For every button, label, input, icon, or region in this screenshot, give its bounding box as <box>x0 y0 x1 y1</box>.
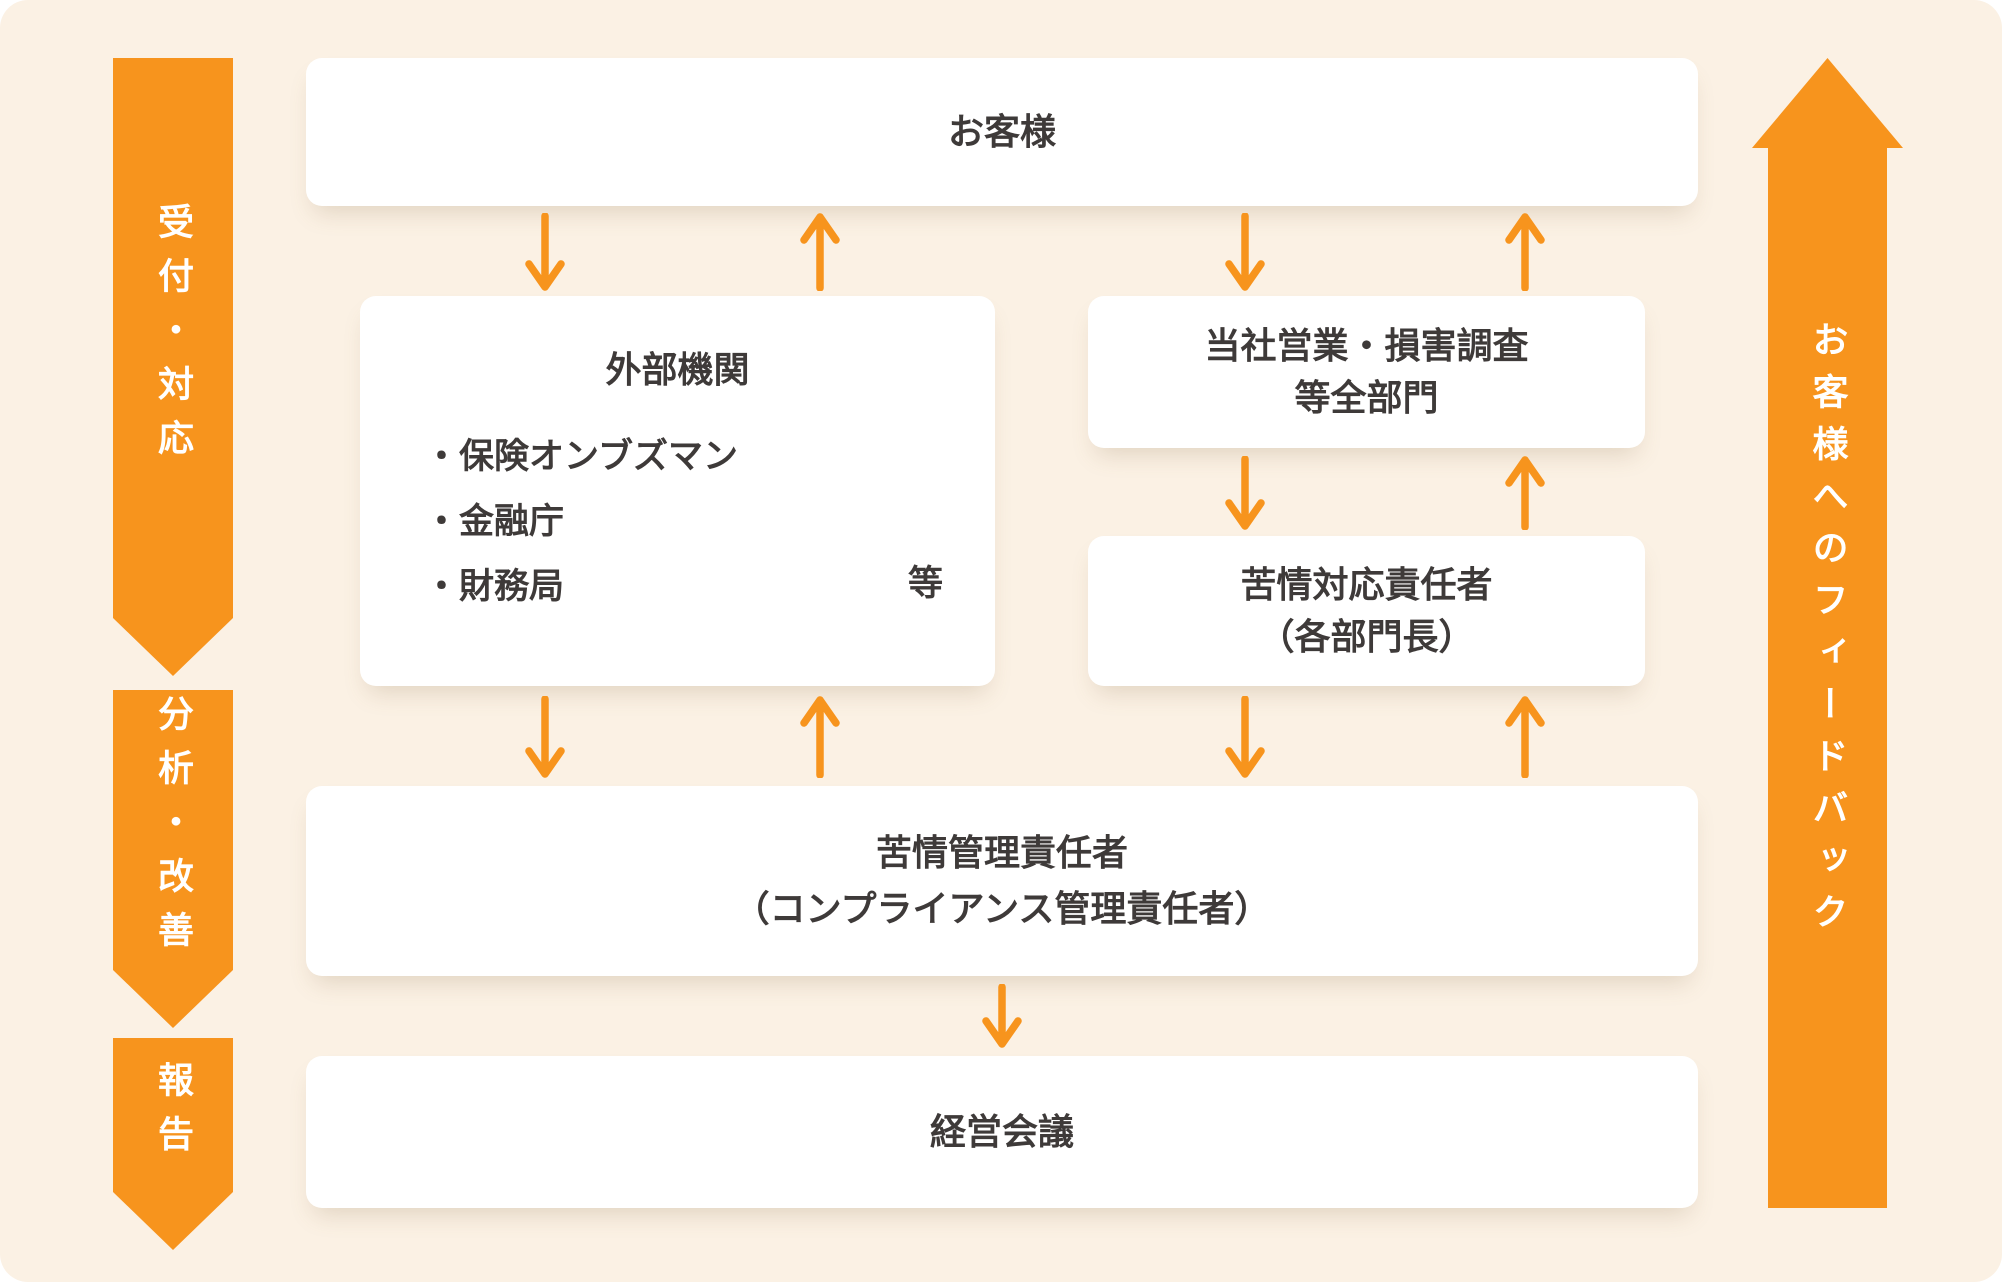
arrow-down-icon <box>523 696 567 778</box>
arrow-up-icon <box>1503 456 1547 530</box>
node-complaint-response-officer-line1: 苦情対応責任者 <box>1240 564 1493 605</box>
node-complaint-manager-line2: （コンプライアンス管理責任者） <box>733 888 1271 929</box>
phase-banner-analysis: 分析・改善 <box>113 690 233 1028</box>
node-complaint-response-officer-line2: （各部門長） <box>1258 616 1475 657</box>
list-item: ・保険オンブズマン <box>424 437 738 476</box>
node-company-departments-line2: 等全部門 <box>1294 377 1439 418</box>
arrow-down-icon <box>1223 456 1267 530</box>
node-complaint-manager-line1: 苦情管理責任者 <box>875 832 1128 873</box>
arrow-down-icon <box>980 984 1024 1048</box>
node-management-meeting: 経営会議 <box>306 1056 1698 1208</box>
node-complaint-manager: 苦情管理責任者 （コンプライアンス管理責任者） <box>306 786 1698 976</box>
customer-feedback-arrow: お客様へのフィードバック <box>1752 58 1903 1208</box>
list-item: ・金融庁 <box>424 502 565 541</box>
node-customer-label: お客様 <box>947 111 1056 152</box>
node-customer: お客様 <box>306 58 1698 206</box>
node-external-organizations: 外部機関 ・保険オンブズマン ・金融庁 ・財務局 等 <box>360 296 995 686</box>
node-complaint-response-officer: 苦情対応責任者 （各部門長） <box>1088 536 1645 686</box>
customer-feedback-arrow-label: お客様へのフィードバック <box>1807 321 1849 945</box>
list-item: ・財務局 <box>424 567 565 606</box>
arrow-down-icon <box>1223 213 1267 291</box>
phase-banner-report-label: 報告 <box>153 1061 194 1169</box>
node-company-departments: 当社営業・損害調査 等全部門 <box>1088 296 1645 448</box>
arrow-up-icon <box>1503 213 1547 291</box>
phase-banner-analysis-label: 分析・改善 <box>153 695 194 965</box>
node-company-departments-line1: 当社営業・損害調査 <box>1204 325 1529 366</box>
phase-banner-reception-label: 受付・対応 <box>153 203 194 473</box>
external-organizations-list: ・保険オンブズマン ・金融庁 ・財務局 <box>424 424 738 619</box>
external-etc-label: 等 <box>907 564 943 603</box>
arrow-down-icon <box>523 213 567 291</box>
arrow-up-icon <box>798 213 842 291</box>
arrow-up-icon <box>1503 696 1547 778</box>
arrow-up-icon <box>798 696 842 778</box>
node-external-title: 外部機関 <box>605 349 750 390</box>
phase-banner-reception: 受付・対応 <box>113 58 233 676</box>
arrow-down-icon <box>1223 696 1267 778</box>
node-management-meeting-label: 経営会議 <box>929 1111 1074 1152</box>
